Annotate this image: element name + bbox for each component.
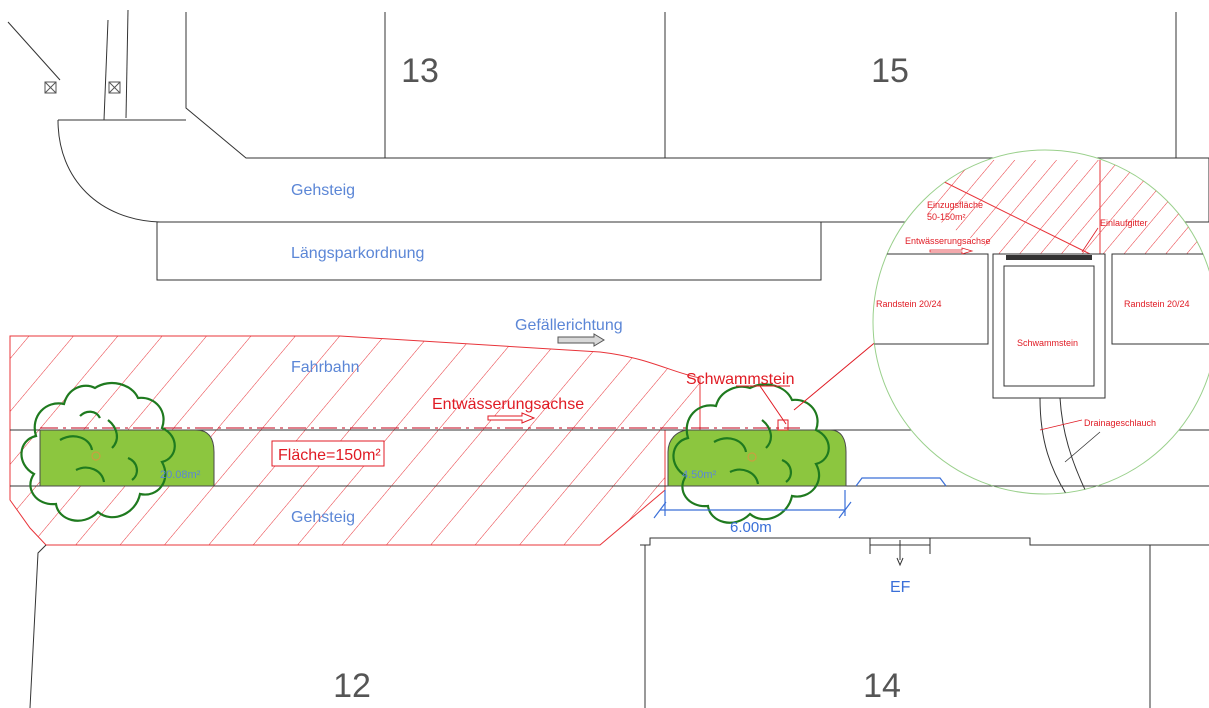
label-flaeche: Fläche=150m² bbox=[278, 447, 381, 464]
tree-left bbox=[20, 381, 176, 522]
schwammstein-leader bbox=[736, 339, 879, 431]
detail-curb-right bbox=[1111, 253, 1209, 345]
plot-number-13: 13 bbox=[401, 52, 439, 90]
detail-sponge-stone-outer bbox=[992, 253, 1106, 399]
area-label-box bbox=[271, 440, 385, 467]
label-entwaesserungsachse: Entwässerungsachse bbox=[432, 396, 584, 413]
detail-label-einzugsflaeche-2: 50-150m² bbox=[927, 212, 966, 222]
detail-inlet-grate bbox=[1006, 255, 1092, 260]
marker-symbol-right bbox=[108, 81, 121, 94]
plot-number-14: 14 bbox=[863, 667, 901, 705]
drainage-direction-arrow-icon bbox=[487, 412, 536, 424]
detail-label-einzugsflaeche-1: Einzugsfläche bbox=[927, 200, 983, 210]
planter-right bbox=[667, 429, 847, 487]
detail-label-einlaufgitter: Einlaufgitter bbox=[1100, 218, 1148, 228]
detail-label-randstein-left: Randstein 20/24 bbox=[876, 299, 942, 309]
ef-symbol bbox=[869, 538, 931, 567]
label-gefaellerichtung: Gefällerichtung bbox=[515, 317, 623, 334]
detail-sponge-stone-inner bbox=[1003, 265, 1095, 387]
label-gehsteig-bottom: Gehsteig bbox=[291, 509, 355, 526]
label-area-right: 4.50m² bbox=[682, 469, 717, 481]
dimension-line bbox=[653, 490, 852, 519]
label-gehsteig-top: Gehsteig bbox=[291, 182, 355, 199]
label-dimension: 6.00m bbox=[730, 519, 772, 536]
inlet-outline bbox=[855, 477, 947, 487]
detail-label-drainageschlauch: Drainageschlauch bbox=[1084, 418, 1156, 428]
label-fahrbahn: Fahrbahn bbox=[291, 359, 360, 376]
detail-label-entwaesserungsachse: Entwässerungsachse bbox=[905, 236, 991, 246]
detail-catchment-area bbox=[900, 160, 1209, 254]
slope-arrow-icon bbox=[557, 333, 605, 347]
planter-left bbox=[39, 429, 215, 487]
sidewalk-top bbox=[57, 119, 1209, 223]
label-area-left: 20.08m² bbox=[160, 469, 201, 481]
tree-right bbox=[672, 383, 830, 524]
detail-label-randstein-right: Randstein 20/24 bbox=[1124, 299, 1190, 309]
building-outlines bbox=[7, 9, 1209, 159]
detail-curb-left bbox=[873, 253, 989, 345]
label-schwammstein: Schwammstein bbox=[686, 371, 794, 388]
plot-number-15: 15 bbox=[871, 52, 909, 90]
parking-strip bbox=[156, 221, 822, 281]
detail-drainage-pipe bbox=[1039, 397, 1071, 494]
detail-label-schwammstein: Schwammstein bbox=[1017, 338, 1078, 348]
label-laengsparkordnung: Längsparkordnung bbox=[291, 245, 424, 262]
plot-number-12: 12 bbox=[333, 667, 371, 705]
detail-view: Einzugsfläche 50-150m² Einlaufgitter Ent… bbox=[872, 149, 1209, 495]
label-ef: EF bbox=[890, 579, 911, 596]
marker-symbol-left bbox=[44, 81, 57, 94]
